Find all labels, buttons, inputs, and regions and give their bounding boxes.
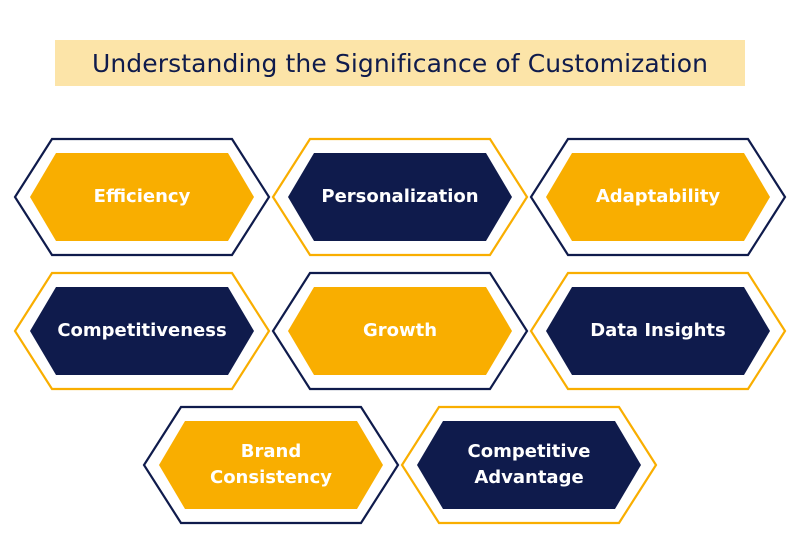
hexagon-card-competitiveness: Competitiveness [13, 271, 271, 391]
hexagon-card-brand-consistency: Brand Consistency [142, 405, 400, 525]
hexagon-fill [288, 153, 512, 241]
hexagon-label-competitiveness: Competitiveness [57, 320, 227, 341]
hexagon-label-brand-consistency: Brand Consistency [209, 441, 333, 488]
hexagon-label-growth: Growth [362, 320, 438, 341]
hexagon-label-data-insights: Data Insights [590, 320, 726, 341]
title-banner: Understanding the Significance of Custom… [55, 40, 745, 86]
hexagon-fill [159, 421, 383, 509]
hexagon-fill [546, 287, 770, 375]
hexagon-label-adaptability: Adaptability [595, 186, 721, 207]
hexagon-label-efficiency: Efficiency [93, 186, 191, 207]
hexagon-fill [417, 421, 641, 509]
hexagon-fill [30, 287, 254, 375]
hexagon-fill [546, 153, 770, 241]
hexagon-card-growth: Growth [271, 271, 529, 391]
hexagon-fill [30, 153, 254, 241]
hexagon-card-adaptability: Adaptability [529, 137, 787, 257]
hexagon-card-personalization: Personalization [271, 137, 529, 257]
hexagon-card-efficiency: Efficiency [13, 137, 271, 257]
hexagon-label-personalization: Personalization [321, 186, 479, 207]
hexagon-card-data-insights: Data Insights [529, 271, 787, 391]
hexagon-fill [288, 287, 512, 375]
hexagon-card-competitive-advantage: Competitive Advantage [400, 405, 658, 525]
hexagon-label-competitive-advantage: Competitive Advantage [467, 441, 591, 488]
diagram-title: Understanding the Significance of Custom… [91, 48, 709, 78]
